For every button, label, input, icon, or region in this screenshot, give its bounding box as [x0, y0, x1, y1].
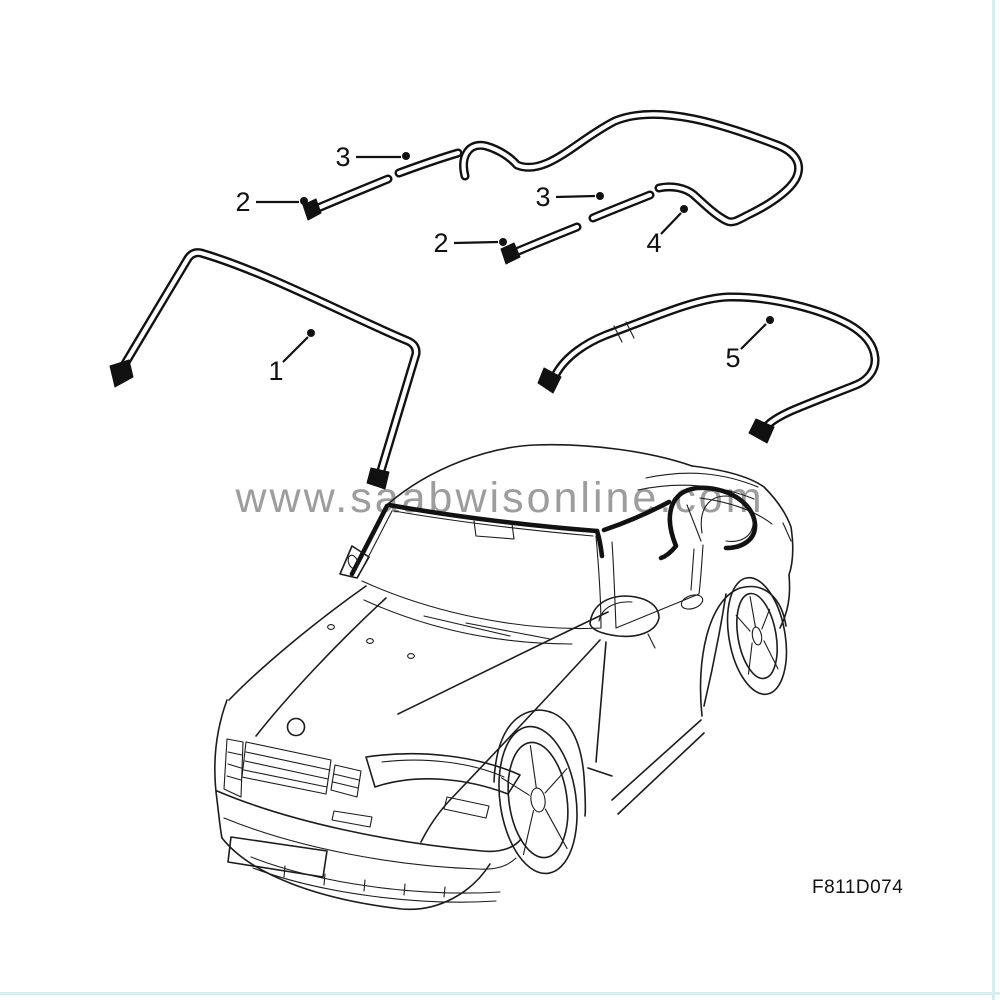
- roof-rail-seal: [601, 499, 672, 533]
- part-2-end-cap: [302, 198, 322, 221]
- hood-crease-right: [255, 597, 387, 737]
- callout-4-label: 4: [646, 228, 661, 258]
- part-5-tonneau-seal: [537, 297, 875, 444]
- front-bumper-bottom: [221, 837, 491, 911]
- windscreen-header-seal: [386, 502, 600, 534]
- callout-1-dot: [307, 329, 315, 337]
- callout-2b-dot: [499, 238, 507, 246]
- part-5-end-cap-right: [748, 418, 775, 444]
- front-wheel-arch: [493, 709, 587, 817]
- callout-4-dot: [680, 205, 688, 213]
- bumper-top-line: [216, 790, 522, 853]
- hood-right-sweep: [420, 639, 601, 843]
- callout-3b-label: 3: [535, 182, 550, 212]
- callout-1: 1: [268, 329, 315, 386]
- quarter-window-seal: [658, 485, 758, 561]
- hood-crease-left: [228, 585, 367, 701]
- rear-wheel: [726, 576, 788, 696]
- callout-5: 5: [725, 316, 774, 373]
- callout-2a-label: 2: [235, 187, 250, 217]
- sheet-edge-bottom: [0, 992, 1000, 995]
- part-2-seal-front-left: [302, 179, 388, 221]
- part-1-end-cap-left: [109, 359, 134, 388]
- callout-3a-label: 3: [335, 142, 350, 172]
- rear-wheel-arch: [699, 585, 787, 717]
- bumper-mid-line: [223, 817, 517, 870]
- door-glass: [611, 541, 704, 629]
- bumper-slats: [250, 856, 501, 903]
- washer-nozzles: [327, 624, 415, 659]
- part-2-seal-rear: [500, 227, 577, 265]
- far-mirror-triangle: [339, 545, 370, 579]
- wiper-blades: [423, 615, 551, 640]
- watermark-text: www.saabwisonline.com: [234, 474, 764, 522]
- part-1-end-cap-right: [366, 467, 390, 490]
- fuel-door: [680, 594, 704, 610]
- callout-1-label: 1: [268, 356, 283, 386]
- callout-3b-dot: [596, 192, 604, 200]
- door-rear-edge: [703, 593, 727, 707]
- side-mirror: [589, 595, 660, 649]
- callout-3b-leader: [555, 194, 596, 199]
- cowl-line: [363, 599, 573, 645]
- callout-3-front: 3: [335, 142, 410, 172]
- front-wheel: [498, 725, 578, 875]
- door-front-edge: [595, 641, 607, 763]
- windscreen-glass: [357, 510, 602, 630]
- quarter-glass: [700, 495, 754, 542]
- callout-2b-leader: [453, 240, 499, 245]
- callout-4: 4: [646, 205, 688, 258]
- callout-5-dot: [766, 316, 774, 324]
- car-illustration: [214, 443, 794, 911]
- car-rear-edge: [779, 574, 791, 629]
- front-grille: [223, 738, 362, 798]
- callout-4-leader: [660, 212, 682, 235]
- rocker-panel: [587, 719, 705, 815]
- headlight: [365, 752, 521, 795]
- part-1-windscreen-frame-seal: [109, 253, 416, 490]
- side-marker: [443, 796, 490, 819]
- taillight-sliver: [782, 522, 792, 542]
- callout-2-front: 2: [235, 187, 308, 217]
- mirror-mount-notch: [473, 520, 515, 540]
- callout-2a-dot: [300, 197, 308, 205]
- part-5-clip-marks: [613, 321, 635, 343]
- callout-1-leader: [282, 336, 309, 363]
- sheet-edge-right: [992, 0, 995, 1000]
- callout-5-label: 5: [725, 343, 740, 373]
- car-rear-deck: [691, 465, 794, 576]
- diagram-code: F811D074: [812, 877, 903, 898]
- callout-3a-dot: [402, 152, 410, 160]
- front-left-body-edge: [214, 699, 228, 839]
- side-character-line: [397, 611, 609, 715]
- right-pillar-seal: [594, 528, 605, 559]
- license-plate: [227, 836, 328, 878]
- callout-5-leader: [740, 323, 767, 350]
- b-pillar-line: [686, 504, 702, 542]
- part-5-end-cap-left: [537, 367, 562, 394]
- car-roofline: [387, 443, 693, 505]
- callout-2b-label: 2: [433, 228, 448, 258]
- saab-emblem: [286, 717, 306, 737]
- part-2b-end-cap: [500, 242, 521, 265]
- callout-2-rear: 2: [433, 228, 507, 258]
- callout-3-rear: 3: [535, 182, 604, 212]
- indicator-slot: [331, 810, 373, 828]
